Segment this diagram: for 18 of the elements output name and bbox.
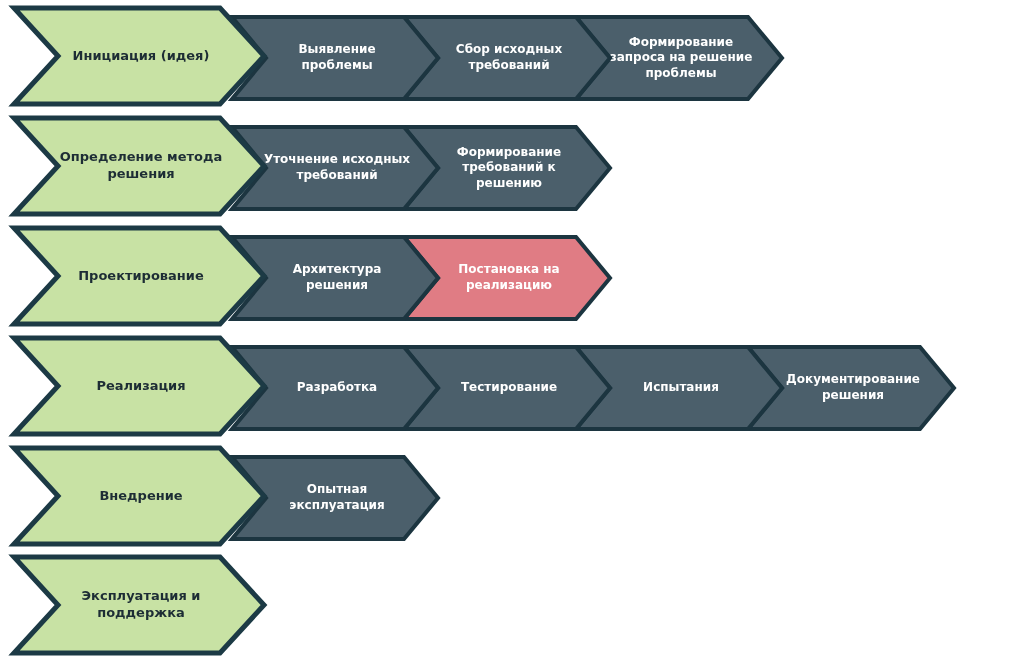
phase-label: Реализация xyxy=(96,377,186,395)
phase-label: Внедрение xyxy=(99,487,183,505)
phase-label: Определение метода решения xyxy=(58,149,224,183)
step-label: Уточнение исходных требований xyxy=(262,152,412,184)
step-label: Тестирование xyxy=(460,380,558,396)
phase-label: Эксплуатация и поддержка xyxy=(80,588,202,622)
step-label: Выявление проблемы xyxy=(297,42,377,74)
step-label: Разработка xyxy=(296,380,378,396)
phase-label: Инициация (идея) xyxy=(72,47,210,65)
step-label: Испытания xyxy=(643,380,719,396)
phase-label: Проектирование xyxy=(78,267,204,285)
step-label: Формирование запроса на решение проблемы xyxy=(608,34,754,82)
step-label: Документирование решения xyxy=(785,372,921,404)
step-label: Сбор исходных требований xyxy=(454,42,564,74)
step-label: Архитектура решения xyxy=(291,262,383,294)
step-label: Постановка на реализацию xyxy=(457,262,561,294)
step-label: Опытная эксплуатация xyxy=(288,482,386,514)
step-label: Формирование требований к решению xyxy=(455,144,563,192)
